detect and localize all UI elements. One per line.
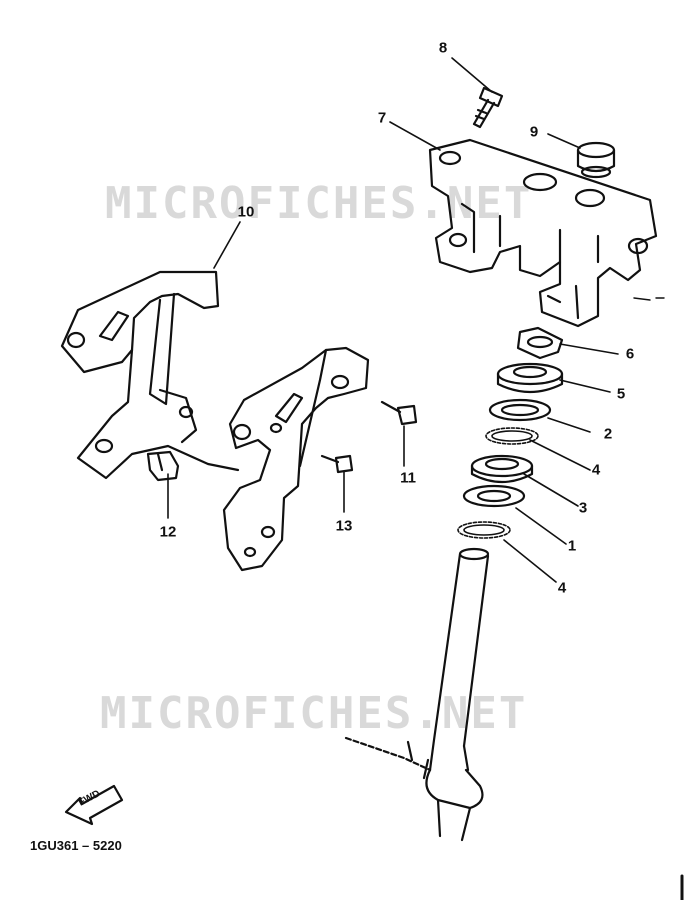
callout-4-upper: 4 <box>591 461 601 479</box>
part-13-bolt <box>320 454 354 474</box>
callout-10: 10 <box>237 203 255 221</box>
watermark-bottom: MICROFICHES.NET <box>100 688 528 739</box>
steering-stem <box>344 547 490 842</box>
part-3-bearing-race <box>470 454 534 484</box>
callout-8: 8 <box>438 39 448 57</box>
callout-7: 7 <box>377 109 387 127</box>
part-4-ball-ring-upper <box>485 427 539 445</box>
callout-3: 3 <box>578 499 588 517</box>
part-10-bracket <box>60 270 240 480</box>
watermark-top: MICROFICHES.NET <box>105 178 533 229</box>
diagram-code: 1GU361 – 5220 <box>30 838 122 853</box>
callout-2: 2 <box>603 425 613 443</box>
leader-lines <box>167 57 619 583</box>
part-5-race-cover <box>496 362 564 394</box>
part-4-ball-ring-lower <box>457 521 511 539</box>
callout-13: 13 <box>335 517 353 535</box>
callout-11: 11 <box>400 469 416 487</box>
part-12-clamp <box>146 450 180 482</box>
callout-9: 9 <box>529 123 539 141</box>
callout-5: 5 <box>616 385 626 403</box>
part-2-bearing-race <box>488 398 552 422</box>
part-11-bolt <box>380 400 418 426</box>
fwd-arrow-icon <box>64 784 124 826</box>
part-1-bearing-race <box>462 484 526 508</box>
part-7-upper-bracket <box>428 138 658 328</box>
callout-4-lower: 4 <box>557 579 567 597</box>
part-9-cap-nut <box>576 141 616 179</box>
callout-1: 1 <box>567 537 577 555</box>
right-bracket <box>222 346 370 572</box>
part-6-nut <box>516 326 564 360</box>
part-8-bolt <box>472 86 504 129</box>
callout-6: 6 <box>625 345 635 363</box>
callout-12: 12 <box>159 523 177 541</box>
